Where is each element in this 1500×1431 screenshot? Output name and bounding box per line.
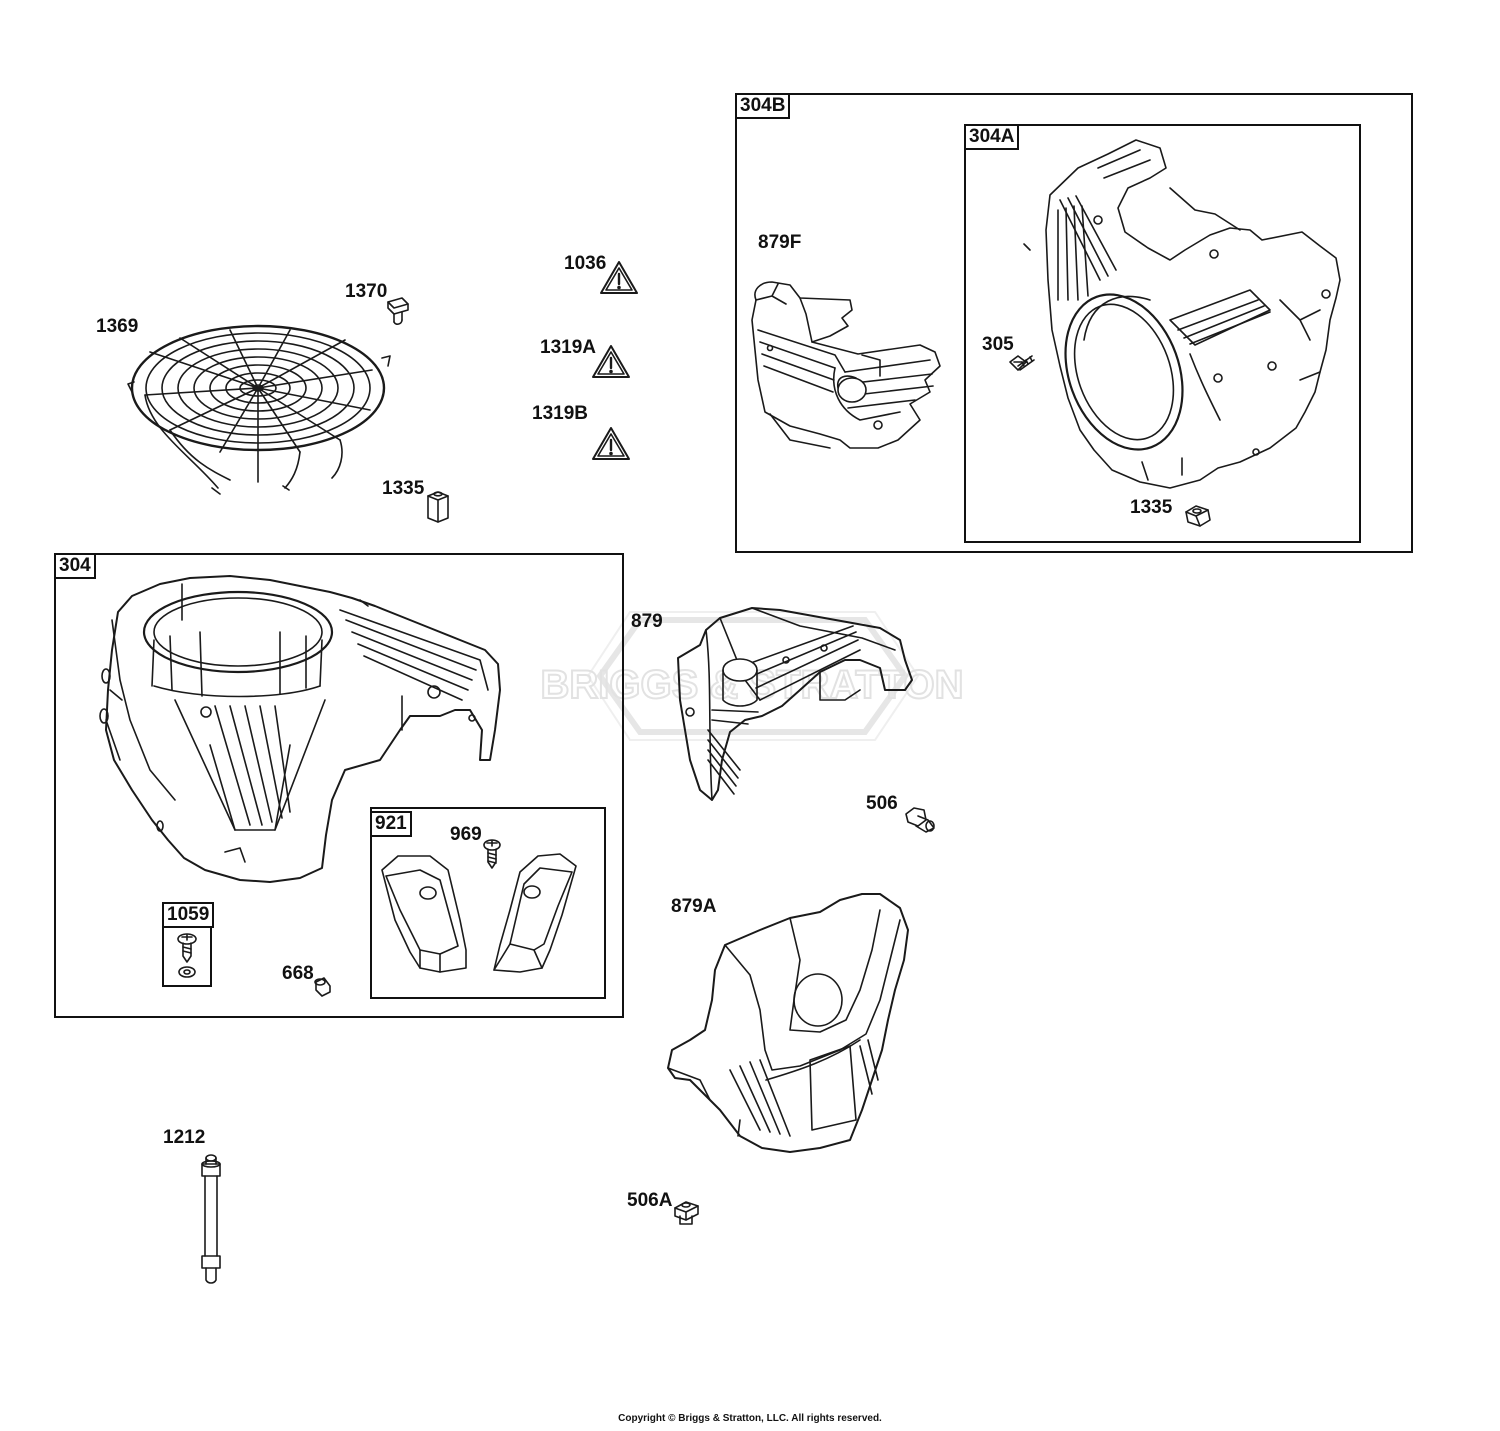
copyright-notice: Copyright © Briggs & Stratton, LLC. All …	[618, 1413, 882, 1424]
group-frame-304A	[964, 124, 1361, 543]
dowel-668-drawing	[314, 977, 331, 997]
part-label-1319A: 1319A	[540, 337, 596, 358]
part-label-879: 879	[631, 611, 663, 632]
screw-1059-drawing	[177, 933, 197, 978]
part-label-1335-top: 1335	[382, 478, 425, 499]
air-baffle-879F-drawing	[751, 281, 941, 449]
blower-housing-304A-drawing	[1023, 139, 1341, 489]
spacer-1335-drawing	[427, 491, 449, 523]
warning-triangle-1319A	[592, 345, 630, 378]
screw-305-drawing	[1009, 355, 1035, 371]
box-label-304: 304	[54, 553, 96, 579]
part-label-1319B: 1319B	[532, 403, 588, 424]
bolt-1370-drawing	[387, 297, 409, 325]
part-label-879F: 879F	[758, 232, 802, 253]
part-label-1370: 1370	[345, 281, 388, 302]
shroud-879-drawing	[677, 607, 913, 801]
part-label-969: 969	[450, 824, 482, 845]
part-label-1335-box: 1335	[1130, 497, 1173, 518]
bolt-506A-drawing	[674, 1201, 699, 1225]
part-label-1036: 1036	[564, 253, 607, 274]
part-label-506: 506	[866, 793, 898, 814]
group-frame-304B	[735, 93, 1413, 553]
shroud-879A-drawing	[667, 893, 909, 1153]
warning-triangle-1036	[600, 261, 638, 294]
nut-1335-drawing	[1185, 505, 1211, 527]
box-label-1059: 1059	[162, 902, 215, 928]
part-label-1369: 1369	[96, 316, 139, 337]
part-label-305: 305	[982, 334, 1014, 355]
fan-grille-drawing	[127, 324, 391, 495]
part-label-668: 668	[282, 963, 314, 984]
group-frame-921	[370, 807, 606, 999]
blower-housing-304-drawing	[99, 575, 501, 883]
screw-969-drawing	[483, 839, 501, 869]
box-label-304B: 304B	[735, 93, 791, 119]
box-label-921: 921	[370, 811, 412, 837]
part-label-506A: 506A	[627, 1190, 673, 1211]
part-label-1212: 1212	[163, 1127, 206, 1148]
warning-triangle-1319B	[592, 427, 630, 460]
box-label-304A: 304A	[964, 124, 1020, 150]
baffle-921-drawing	[381, 853, 577, 973]
part-label-879A: 879A	[671, 896, 717, 917]
group-frame-304	[54, 553, 624, 1018]
stud-1212-drawing	[201, 1154, 221, 1284]
bolt-506-drawing	[905, 807, 935, 833]
